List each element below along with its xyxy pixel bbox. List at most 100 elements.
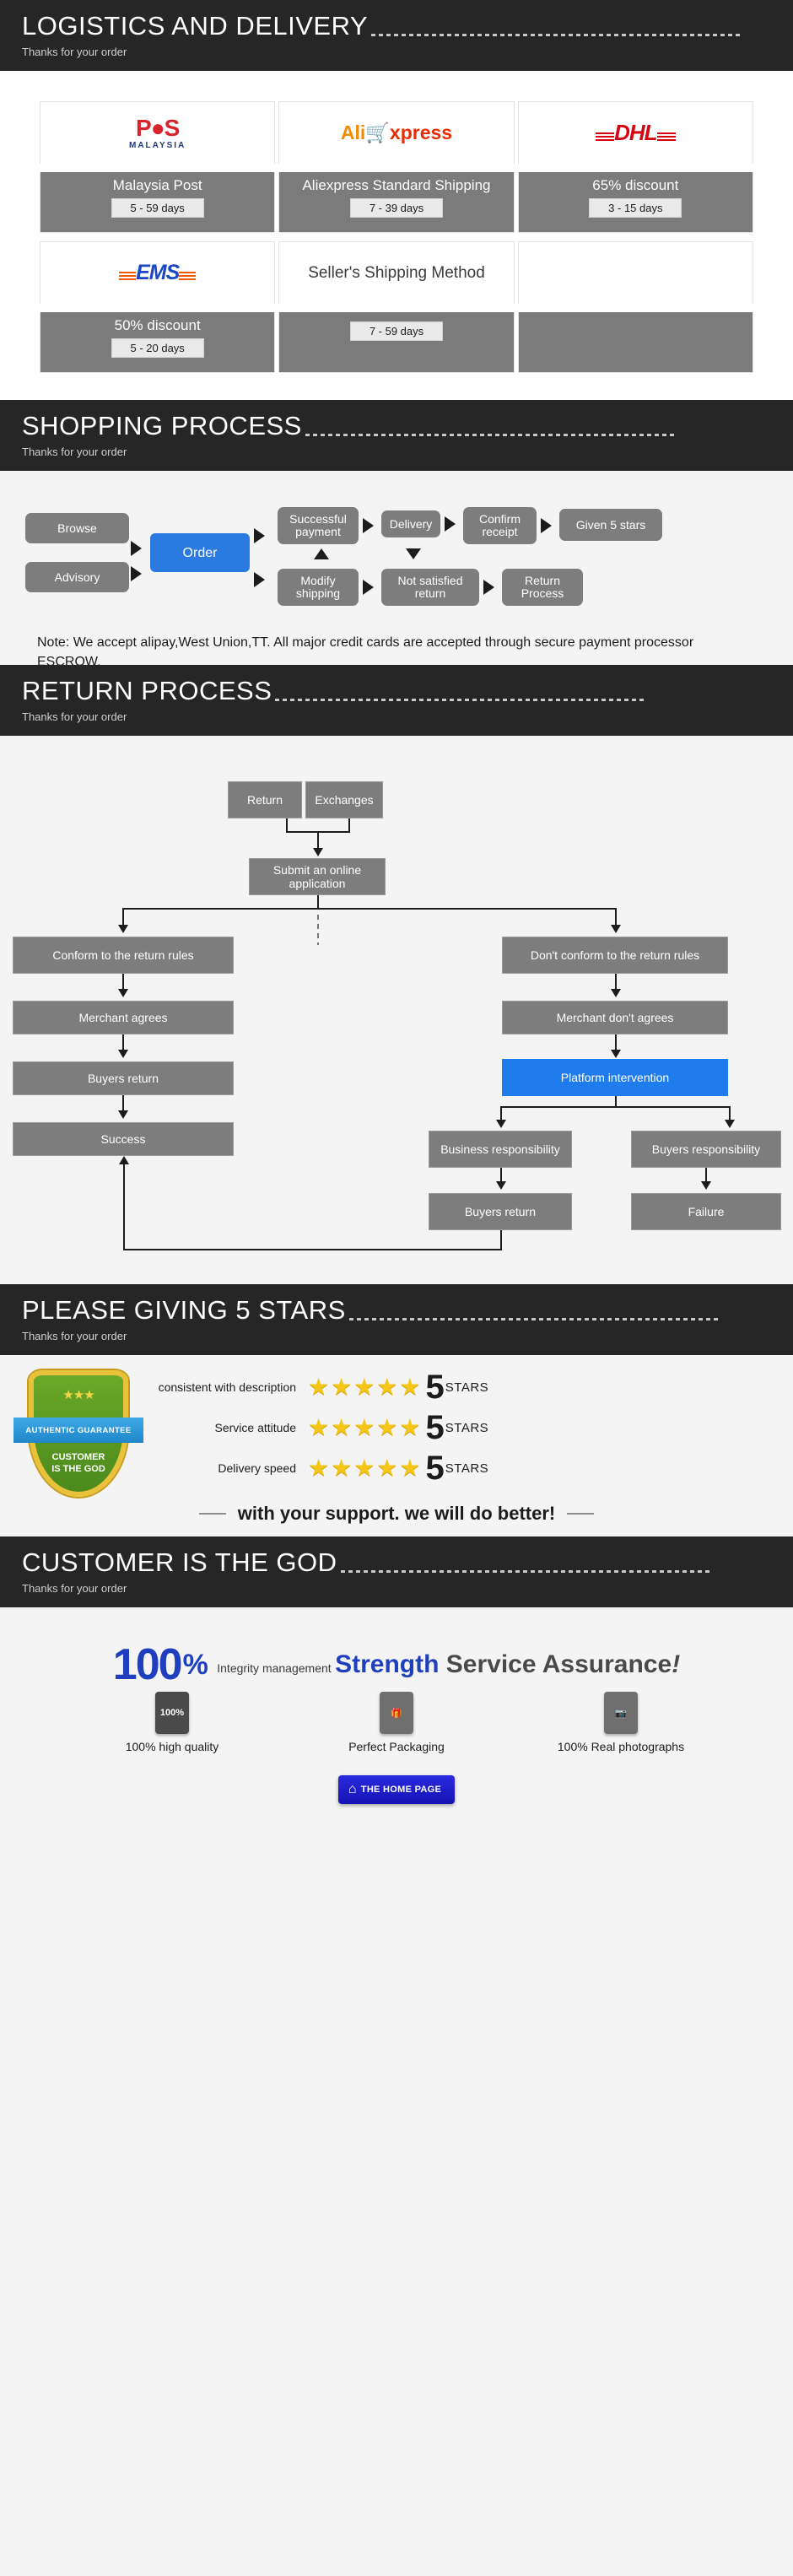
promise-section: 100% Integrity management Strength Servi… bbox=[0, 1607, 793, 1852]
carrier-logo-cell: Ali🛒xpress bbox=[278, 101, 515, 164]
arrow-up-icon bbox=[119, 1156, 129, 1164]
connector-line bbox=[122, 908, 616, 910]
strength-word: Strength bbox=[335, 1650, 440, 1678]
flow-node-browse: Browse bbox=[25, 513, 129, 543]
shopping-flow-diagram: Browse Advisory Order Successful payment… bbox=[0, 496, 793, 623]
strength-service-line: Strength Service Assurance! bbox=[335, 1650, 680, 1678]
connector-line bbox=[500, 1168, 502, 1185]
connector-line bbox=[122, 974, 124, 992]
arrow-modify-to-payment-icon bbox=[314, 548, 329, 559]
arrow-order-to-payment-icon bbox=[254, 528, 265, 543]
flow-node-business-responsibility: Business responsibility bbox=[429, 1131, 572, 1168]
flow-node-merchant-dont-agrees: Merchant don't agrees bbox=[502, 1001, 728, 1034]
support-text: with your support. we will do better! bbox=[237, 1503, 556, 1524]
section-subtitle: Thanks for your order bbox=[22, 710, 127, 723]
guarantee-ribbon: AUTHENTIC GUARANTEE bbox=[13, 1418, 143, 1443]
home-button-wrap: ⌂ THE HOME PAGE bbox=[0, 1775, 793, 1804]
dhl-bars-left-icon bbox=[596, 131, 615, 143]
flow-node-delivery: Delivery bbox=[381, 510, 440, 537]
carrier-logo-cell: P●S MALAYSIA bbox=[40, 101, 276, 164]
rating-row: Service attitude ★★★★★ 5 STARS bbox=[143, 1407, 768, 1448]
page-title: CUSTOMER IS THE GOD bbox=[22, 1547, 337, 1577]
connector-line bbox=[122, 1095, 124, 1114]
rating-label: Service attitude bbox=[214, 1421, 297, 1434]
rating-number: 5 bbox=[425, 1409, 445, 1446]
arrow-confirm-to-stars-icon bbox=[541, 518, 552, 533]
title-dotted-rule bbox=[275, 699, 647, 701]
flow-node-dont-conform-rules: Don't conform to the return rules bbox=[502, 937, 728, 974]
exclamation-mark: ! bbox=[672, 1650, 681, 1678]
feature-label: Perfect Packaging bbox=[348, 1740, 445, 1753]
product-description-page: LOGISTICS AND DELIVERY Thanks for your o… bbox=[0, 0, 793, 1852]
connector-dashed bbox=[317, 915, 319, 945]
arrow-down-icon bbox=[313, 848, 323, 856]
flow-node-given-5-stars: Given 5 stars bbox=[559, 509, 662, 541]
promise-headline: 100% Integrity management Strength Servi… bbox=[0, 1607, 793, 1689]
arrow-down-icon bbox=[118, 1050, 128, 1058]
page-title: PLEASE GIVING 5 STARS bbox=[22, 1295, 346, 1325]
arrow-down-icon bbox=[725, 1120, 735, 1128]
carrier-name: 65% discount bbox=[592, 177, 679, 193]
table-row: 50% discount 5 - 20 days 7 - 59 days bbox=[40, 312, 753, 373]
ratings-section: ★★★ AUTHENTIC GUARANTEE CUSTOMER IS THE … bbox=[0, 1355, 793, 1536]
carrier-logo-cell: DHL bbox=[517, 101, 753, 164]
table-row: EMS Seller's Shipping Method bbox=[40, 241, 753, 304]
ems-bars-right-icon bbox=[179, 270, 197, 282]
flow-node-modify-shipping: Modify shipping bbox=[278, 569, 359, 606]
table-row: P●S MALAYSIA Ali🛒xpress DHL bbox=[40, 101, 753, 164]
home-page-button[interactable]: ⌂ THE HOME PAGE bbox=[337, 1775, 456, 1804]
section-header-customer: CUSTOMER IS THE GOD Thanks for your orde… bbox=[0, 1536, 793, 1607]
carrier-name: Aliexpress Standard Shipping bbox=[302, 177, 491, 193]
sellers-shipping-method-cell: Seller's Shipping Method bbox=[278, 241, 515, 304]
shipping-methods-table: P●S MALAYSIA Ali🛒xpress DHL Malaysia Pos… bbox=[36, 93, 757, 381]
flow-node-return-process: Return Process bbox=[502, 569, 583, 606]
ems-logo: EMS bbox=[119, 262, 197, 284]
arrow-delivery-to-confirm-icon bbox=[445, 516, 456, 532]
connector-line bbox=[500, 1230, 502, 1250]
ems-bars-left-icon bbox=[119, 270, 137, 282]
camera-icon: 📷 bbox=[604, 1692, 638, 1734]
star-rating-icon: ★★★★★ bbox=[308, 1455, 423, 1481]
dhl-bars-right-icon bbox=[656, 131, 676, 143]
feature-item: 📷 100% Real photographs bbox=[532, 1692, 709, 1753]
title-dotted-rule bbox=[340, 1570, 712, 1573]
divider-dash-left bbox=[198, 1513, 226, 1515]
empty-logo-cell bbox=[517, 241, 753, 304]
connector-line bbox=[122, 1034, 124, 1053]
carrier-name: 50% discount bbox=[114, 317, 201, 333]
arrow-down-icon bbox=[118, 925, 128, 933]
feature-label: 100% Real photographs bbox=[557, 1740, 685, 1753]
pos-malaysia-logo: P●S MALAYSIA bbox=[129, 114, 186, 150]
arrow-notsatisfied-to-returnprocess-icon bbox=[483, 580, 494, 595]
arrow-modify-to-notsatisfied-icon bbox=[363, 580, 374, 595]
delivery-days-badge: 5 - 59 days bbox=[111, 198, 204, 218]
arrow-order-to-modify-icon bbox=[254, 572, 265, 587]
feature-row: 100% 100% high quality 🎁 Perfect Packagi… bbox=[0, 1692, 793, 1753]
service-assurance-words: Service Assurance bbox=[445, 1650, 672, 1678]
logistics-table-section: P●S MALAYSIA Ali🛒xpress DHL Malaysia Pos… bbox=[0, 71, 793, 400]
rating-row: consistent with description ★★★★★ 5 STAR… bbox=[143, 1367, 768, 1407]
percent-badge-icon: 100% bbox=[155, 1692, 189, 1734]
arrow-down-icon bbox=[611, 1050, 621, 1058]
percent-symbol: % bbox=[182, 1648, 208, 1681]
feature-label: 100% high quality bbox=[125, 1740, 219, 1753]
table-row: Malaysia Post 5 - 59 days Aliexpress Sta… bbox=[40, 172, 753, 233]
home-icon: ⌂ bbox=[348, 1782, 357, 1796]
carrier-info-cell: 7 - 59 days bbox=[278, 312, 515, 373]
page-title: SHOPPING PROCESS bbox=[22, 411, 302, 440]
sellers-shipping-method-label: Seller's Shipping Method bbox=[308, 263, 485, 282]
flow-node-buyers-responsibility: Buyers responsibility bbox=[631, 1131, 781, 1168]
connector-line bbox=[500, 1106, 502, 1121]
crown-stars-icon: ★★★ bbox=[62, 1388, 94, 1402]
dhl-logo: DHL bbox=[614, 120, 657, 145]
page-title: LOGISTICS AND DELIVERY bbox=[22, 11, 369, 41]
title-dotted-rule bbox=[305, 434, 677, 436]
flow-node-merchant-agrees: Merchant agrees bbox=[13, 1001, 234, 1034]
arrow-down-icon bbox=[611, 989, 621, 997]
gift-box-icon: 🎁 bbox=[380, 1692, 413, 1734]
rating-unit: STARS bbox=[445, 1420, 489, 1435]
flow-node-exchanges: Exchanges bbox=[305, 781, 383, 818]
connector-line bbox=[615, 974, 617, 992]
flow-node-failure: Failure bbox=[631, 1193, 781, 1230]
flow-node-buyers-return-left: Buyers return bbox=[13, 1061, 234, 1095]
